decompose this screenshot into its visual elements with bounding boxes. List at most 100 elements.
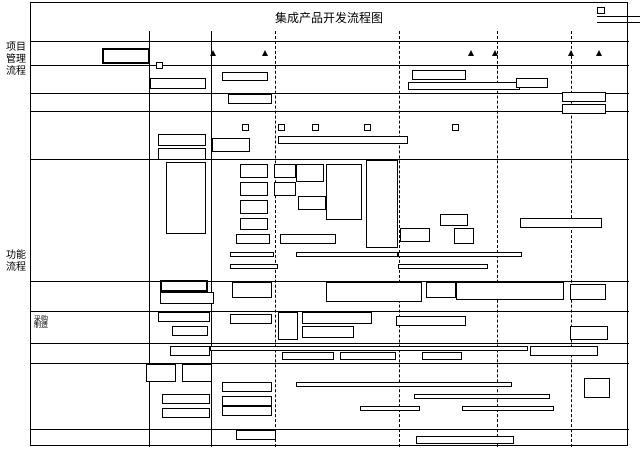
process-box xyxy=(440,214,468,226)
process-box xyxy=(282,352,334,360)
process-box xyxy=(240,200,268,214)
process-box xyxy=(408,82,520,90)
side-label-project-management: 项目管理流程 xyxy=(6,42,26,77)
milestone-icon xyxy=(210,50,216,56)
process-box xyxy=(222,396,272,406)
process-box xyxy=(280,234,336,244)
timeline-bar xyxy=(230,264,278,269)
checkbox-marker xyxy=(156,62,163,69)
checkbox-marker xyxy=(452,124,459,131)
phase-divider xyxy=(211,31,212,447)
lane-separator xyxy=(31,281,629,282)
milestone-icon xyxy=(568,50,574,56)
lane-separator xyxy=(31,159,629,160)
timeline-bar xyxy=(360,406,420,411)
process-box xyxy=(426,282,456,298)
process-box xyxy=(160,292,214,304)
process-box xyxy=(228,94,272,104)
phase-header xyxy=(571,31,629,42)
process-box xyxy=(182,364,212,382)
process-box xyxy=(212,138,250,152)
process-box xyxy=(516,78,548,88)
lane-separator xyxy=(31,311,629,312)
lane-separator xyxy=(31,93,629,94)
process-box xyxy=(400,228,430,242)
process-box xyxy=(158,148,206,160)
milestone-icon xyxy=(596,50,602,56)
timeline-bar xyxy=(462,406,554,411)
process-box xyxy=(236,234,270,244)
process-box xyxy=(166,162,206,234)
process-box xyxy=(162,408,210,418)
process-box xyxy=(240,182,268,196)
process-box xyxy=(570,284,606,300)
process-box xyxy=(160,280,208,292)
phase-header xyxy=(497,31,571,42)
process-box xyxy=(570,326,608,340)
process-box xyxy=(340,352,396,360)
phase-header xyxy=(211,31,275,42)
process-box xyxy=(146,364,176,382)
process-box xyxy=(102,48,150,64)
process-box xyxy=(454,228,474,244)
timeline-bar xyxy=(296,252,398,257)
checkbox-marker xyxy=(278,124,285,131)
process-box xyxy=(222,406,272,416)
lane-separator xyxy=(31,343,629,344)
process-box xyxy=(422,352,462,360)
timeline-bar xyxy=(210,346,528,351)
phase-divider xyxy=(497,31,498,447)
checkbox-marker xyxy=(312,124,319,131)
process-box xyxy=(302,312,372,324)
process-box xyxy=(562,92,606,102)
process-box xyxy=(222,382,272,392)
process-box xyxy=(520,218,602,228)
diagram-frame: 集成产品开发流程图 xyxy=(30,2,640,447)
legend-swatch xyxy=(597,7,605,14)
checkbox-marker xyxy=(242,124,249,131)
phase-header xyxy=(149,31,211,42)
timeline-bar xyxy=(230,252,274,257)
timeline-bar xyxy=(398,264,488,269)
process-box xyxy=(456,282,564,300)
phase-divider xyxy=(399,31,400,447)
process-box xyxy=(240,218,268,230)
process-box xyxy=(562,104,606,114)
timeline-bar xyxy=(398,252,522,257)
process-box xyxy=(274,182,296,196)
process-box xyxy=(278,136,408,144)
process-box xyxy=(326,282,422,302)
phase-header xyxy=(275,31,399,42)
lane-separator xyxy=(31,65,629,66)
milestone-icon xyxy=(262,50,268,56)
process-box xyxy=(230,314,272,324)
side-label-functional: 功能流程 xyxy=(6,250,26,273)
lane-separator xyxy=(31,429,629,430)
milestone-icon xyxy=(468,50,474,56)
legend-line xyxy=(597,16,640,17)
phase-header xyxy=(31,31,149,42)
process-box xyxy=(412,70,466,80)
process-box xyxy=(274,164,296,178)
section-label: 采购 xyxy=(34,315,48,323)
milestone-icon xyxy=(492,50,498,56)
phase-divider xyxy=(149,31,150,447)
process-box xyxy=(162,394,210,404)
process-box xyxy=(158,312,210,322)
checkbox-marker xyxy=(364,124,371,131)
process-box xyxy=(326,164,362,220)
process-box xyxy=(158,134,206,146)
process-box xyxy=(278,312,298,340)
process-box xyxy=(240,164,268,178)
process-box xyxy=(302,326,354,338)
section-label: 制造 xyxy=(34,321,48,329)
diagram-title: 集成产品开发流程图 xyxy=(274,11,383,25)
process-box xyxy=(366,160,398,248)
process-box xyxy=(170,346,210,356)
process-box xyxy=(150,78,206,89)
process-box xyxy=(396,316,466,326)
phase-header xyxy=(399,31,497,42)
phase-divider xyxy=(571,31,572,447)
phase-divider xyxy=(275,31,276,447)
lane-separator xyxy=(31,111,629,112)
